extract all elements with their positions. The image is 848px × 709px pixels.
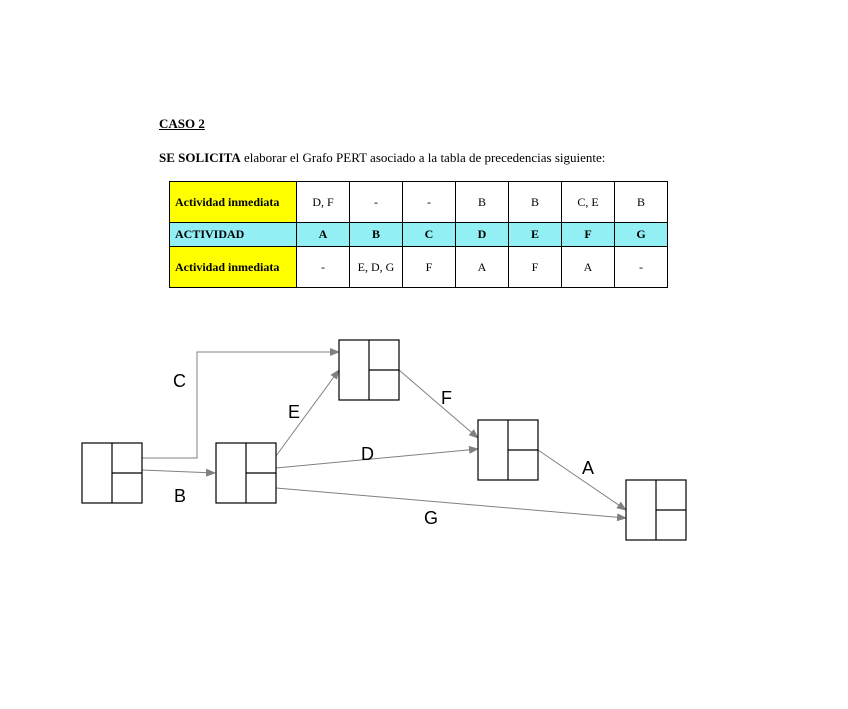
table-row-activities: ACTIVIDAD A B C D E F G bbox=[169, 222, 668, 247]
activity-label-c: C bbox=[173, 371, 186, 391]
pert-node-2 bbox=[215, 442, 277, 504]
table-cell: B bbox=[614, 181, 668, 223]
table-cell: B bbox=[508, 181, 562, 223]
arrow-c bbox=[142, 348, 340, 459]
table-cell: A bbox=[561, 246, 615, 288]
arrow-e bbox=[275, 369, 340, 457]
pert-node-3 bbox=[338, 339, 400, 401]
request-text: SE SOLICITA elaborar el Grafo PERT asoci… bbox=[159, 150, 605, 166]
table-cell: C bbox=[402, 222, 456, 247]
activity-label-d: D bbox=[361, 444, 374, 464]
table-cell: - bbox=[614, 246, 668, 288]
request-body: elaborar el Grafo PERT asociado a la tab… bbox=[240, 150, 606, 165]
table-cell: B bbox=[349, 222, 403, 247]
request-bold: SE SOLICITA bbox=[159, 150, 241, 165]
arrow-d bbox=[275, 445, 479, 469]
row-header: Actividad inmediata bbox=[169, 181, 297, 223]
table-cell: E bbox=[508, 222, 562, 247]
table-cell: - bbox=[402, 181, 456, 223]
table-cell: D bbox=[455, 222, 509, 247]
arrow-a bbox=[537, 449, 627, 511]
table-cell: F bbox=[508, 246, 562, 288]
table-cell: F bbox=[402, 246, 456, 288]
table-cell: E, D, G bbox=[349, 246, 403, 288]
arrow-g bbox=[275, 487, 627, 522]
activity-label-e: E bbox=[288, 402, 300, 422]
pert-node-5 bbox=[625, 479, 687, 541]
case-title: CASO 2 bbox=[159, 116, 205, 131]
activity-label-g: G bbox=[424, 508, 438, 528]
pert-node-4 bbox=[477, 419, 539, 481]
table-row-predecessors-top: Actividad inmediata D, F - - B B C, E B bbox=[169, 181, 668, 223]
precedence-table: Actividad inmediata D, F - - B B C, E B … bbox=[169, 181, 668, 288]
pert-node-1 bbox=[81, 442, 143, 504]
arrow-f bbox=[398, 369, 479, 439]
table-row-predecessors-bottom: Actividad inmediata - E, D, G F A F A - bbox=[169, 246, 668, 288]
activity-label-f: F bbox=[441, 388, 452, 408]
table-cell: A bbox=[296, 222, 350, 247]
row-header: ACTIVIDAD bbox=[169, 222, 297, 247]
activity-label-a: A bbox=[582, 458, 594, 478]
activity-label-b: B bbox=[174, 486, 186, 506]
table-cell: A bbox=[455, 246, 509, 288]
arrow-b bbox=[141, 468, 216, 477]
table-cell: - bbox=[349, 181, 403, 223]
row-header: Actividad inmediata bbox=[169, 246, 297, 288]
table-cell: - bbox=[296, 246, 350, 288]
